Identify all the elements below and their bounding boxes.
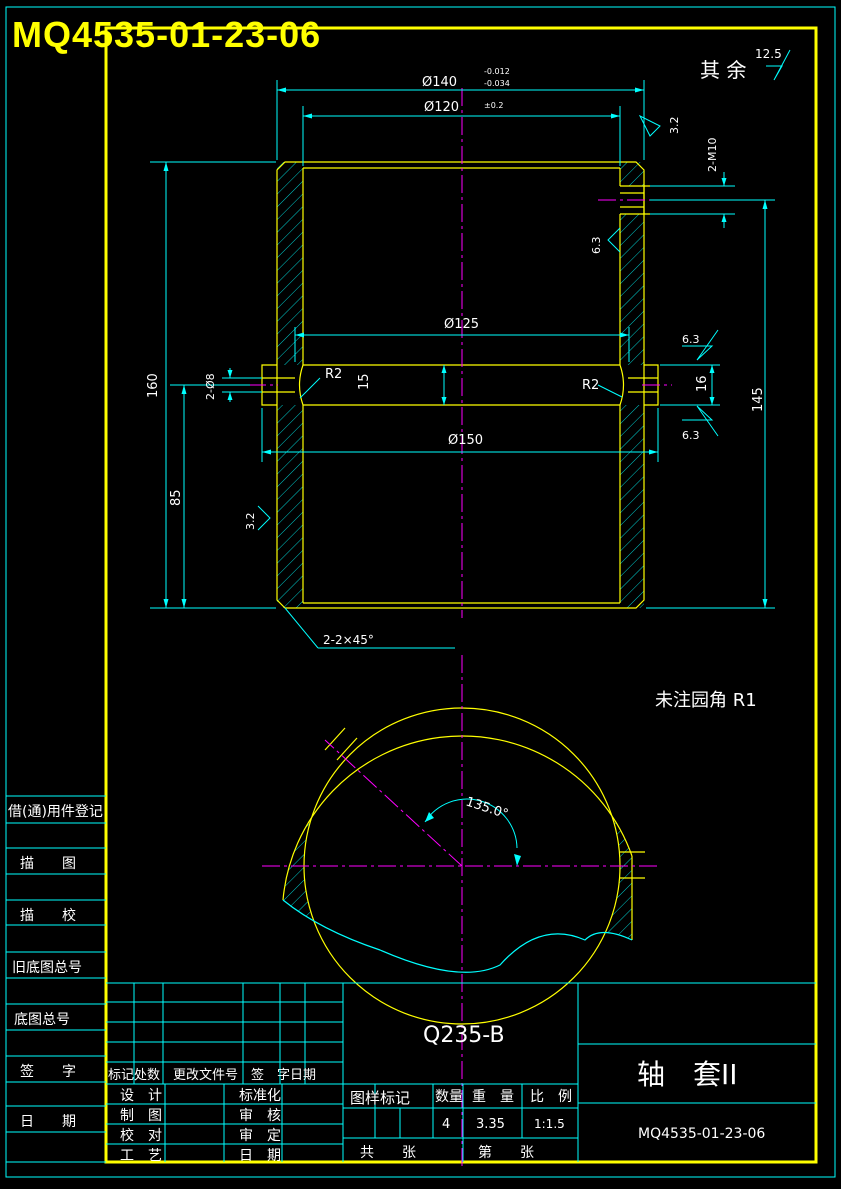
side-table: 借(通)用件登记 描 图 描 校 旧底图总号 底图总号 签 字 日 期 <box>6 795 106 1163</box>
weight-label: 重 量 <box>472 1089 514 1105</box>
role-process: 工 艺 <box>120 1148 162 1164</box>
roughness-groove-top-value: 6.3 <box>682 333 700 346</box>
side-label-trace-check: 描 校 <box>20 907 76 924</box>
role-review: 审 核 <box>239 1108 281 1124</box>
outer-border <box>5 6 836 1178</box>
dim-dia140-tol-upper: -0.012 <box>484 67 510 76</box>
part-name: 轴 套II <box>637 1058 738 1091</box>
fillet-note: 未注园角 R1 <box>655 690 757 711</box>
side-label-sign: 签 字 <box>20 1063 76 1080</box>
roughness-left-value: 3.2 <box>244 513 257 531</box>
dim-dia120: Ø120 <box>424 100 459 115</box>
dim-16: 16 <box>695 375 710 392</box>
roughness-groove-bottom-value: 6.3 <box>682 429 700 442</box>
dim-85: 85 <box>169 489 184 506</box>
material: Q235-B <box>423 1023 505 1048</box>
quantity-label: 数量 <box>435 1089 463 1105</box>
role-design: 设 计 <box>120 1088 162 1104</box>
dim-chamfer: 2-2×45° <box>323 633 374 647</box>
dim-15: 15 <box>357 373 372 390</box>
side-label-old-base: 旧底图总号 <box>12 960 82 976</box>
side-label-date: 日 期 <box>20 1114 76 1130</box>
section-view: Ø140 -0.012 -0.034 Ø120 ±0.2 Ø125 Ø150 1… <box>146 47 791 649</box>
roughness-other-label: 其 余 <box>700 58 746 82</box>
dim-dia150: Ø150 <box>448 433 483 448</box>
roughness-hole-value: 6.3 <box>590 237 603 255</box>
dim-r2-left: R2 <box>325 367 342 382</box>
role-draft: 制 图 <box>120 1108 162 1124</box>
total-sheets-label: 共 张 <box>360 1145 416 1161</box>
dim-dia120-tol: ±0.2 <box>484 101 503 110</box>
drawing-number-header: MQ4535-01-23-06 <box>12 14 322 55</box>
roughness-bore-value: 3.2 <box>668 117 681 135</box>
dim-dia140: Ø140 <box>422 75 457 90</box>
dim-dia125: Ø125 <box>444 317 479 332</box>
scale-label: 比 例 <box>530 1089 572 1105</box>
end-view: 135.0° 未注园角 R1 <box>262 655 757 1168</box>
revision-header: 标记处数 更改文件号 签 字日期 <box>108 1067 316 1083</box>
title-block: Q235-B 轴 套II MQ4535-01-23-06 标记处数 更改文件号 … <box>106 982 816 1164</box>
weight-value: 3.35 <box>476 1117 505 1132</box>
dim-2-d8: 2-Ø8 <box>204 373 217 400</box>
role-standard: 标准化 <box>239 1088 281 1104</box>
dim-dia140-tol-lower: -0.034 <box>484 79 510 88</box>
sheet-label: 第 张 <box>478 1144 534 1161</box>
roughness-other-value: 12.5 <box>755 47 782 61</box>
side-label-base: 底图总号 <box>14 1012 70 1028</box>
inner-border <box>104 26 818 1164</box>
dim-r2-right: R2 <box>582 378 599 393</box>
stage-label: 图样标记 <box>350 1089 410 1107</box>
dim-160: 160 <box>146 373 161 398</box>
side-label-tracing: 描 图 <box>20 856 76 872</box>
side-label-register: 借(通)用件登记 <box>8 804 103 820</box>
dim-2-m10: 2-M10 <box>706 138 719 172</box>
scale-value: 1:1.5 <box>534 1117 565 1131</box>
dim-145: 145 <box>751 387 766 412</box>
drawing-number: MQ4535-01-23-06 <box>638 1126 765 1142</box>
quantity-value: 4 <box>442 1117 450 1132</box>
role-date: 日 期 <box>239 1148 281 1164</box>
role-proof: 校 对 <box>120 1127 162 1144</box>
role-approve: 审 定 <box>239 1128 281 1144</box>
